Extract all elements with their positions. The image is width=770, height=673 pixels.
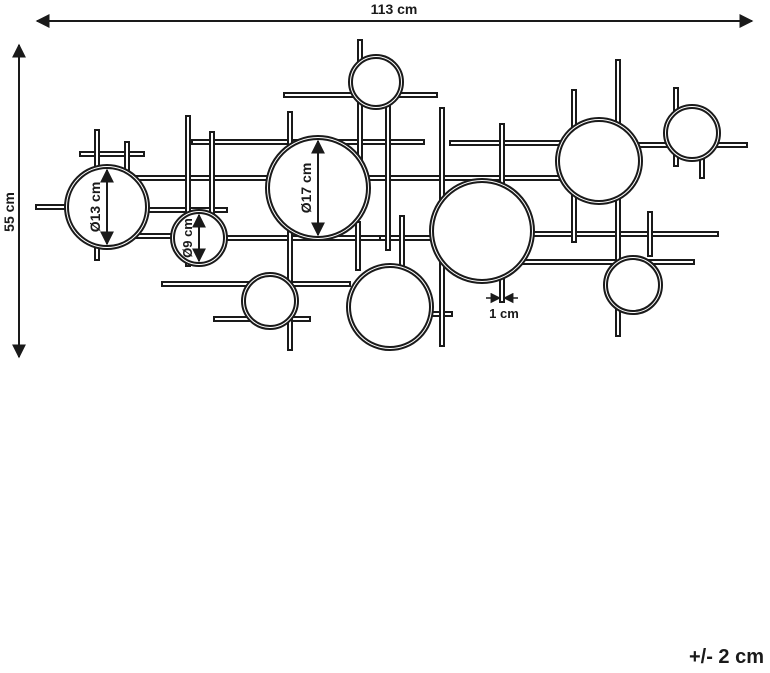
height-label: 55 cm xyxy=(1,192,17,232)
d17-label: Ø17 cm xyxy=(298,163,314,214)
bar-thickness-label: 1 cm xyxy=(489,306,519,321)
d13-label: Ø13 cm xyxy=(87,182,103,233)
tolerance-note: +/- 2 cm xyxy=(688,646,764,668)
product-outline xyxy=(35,39,748,351)
d9-label: Ø9 cm xyxy=(180,218,195,258)
width-label: 113 cm xyxy=(371,1,418,17)
